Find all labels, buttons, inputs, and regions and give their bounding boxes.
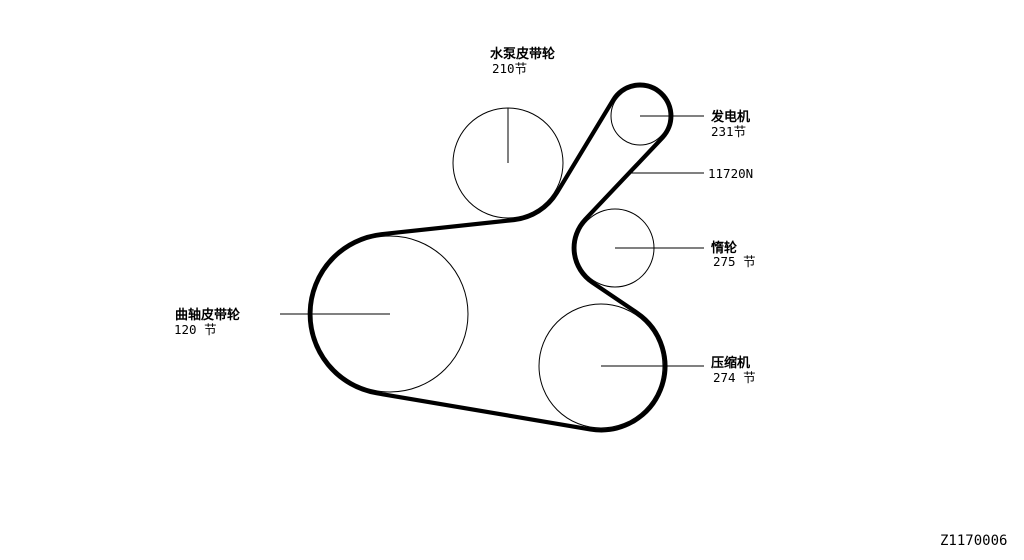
compressor-label: 压缩机 [711, 355, 750, 371]
alternator-label: 发电机 [710, 109, 750, 125]
drive-belt [307, 82, 674, 433]
water-pump-label: 水泵皮带轮 [490, 46, 555, 62]
alternator-note: 231节 [711, 124, 746, 139]
idler-note: 275 节 [713, 254, 756, 269]
crankshaft-note: 120 节 [174, 322, 217, 337]
water-pump-note: 210节 [492, 61, 527, 76]
belt-part-number: 11720N [708, 166, 753, 181]
drawing-number: Z1170006 [940, 533, 1007, 549]
compressor-note: 274 节 [713, 370, 756, 385]
crankshaft-label: 曲轴皮带轮 [175, 307, 240, 323]
idler-label: 惰轮 [711, 240, 737, 256]
